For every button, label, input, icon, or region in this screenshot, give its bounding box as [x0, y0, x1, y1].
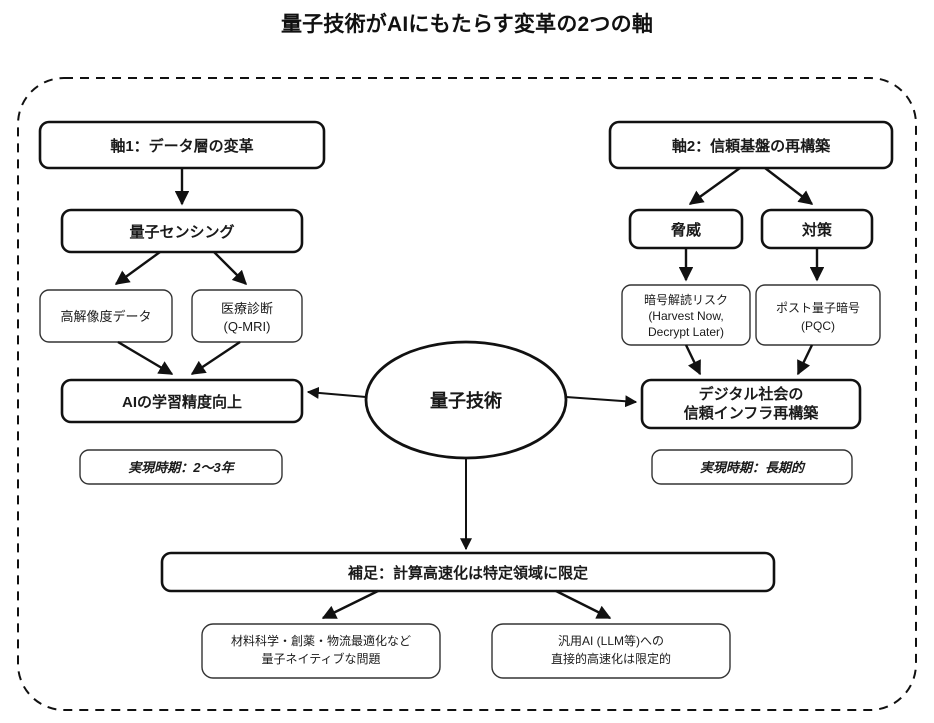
axis2-outcome-line2: 信頼インフラ再構築 — [684, 404, 820, 422]
axis2-timeline-label: 実現時期：長期的 — [700, 460, 806, 475]
edge-axis2-to-threat — [688, 167, 741, 205]
axis2-measure-detail-box[interactable]: ポスト量子暗号 (PQC) — [755, 284, 881, 346]
edge-threat-detail-to-outcome — [684, 344, 702, 376]
axis1-leaf1-box[interactable]: 高解像度データ — [39, 289, 173, 343]
axis1-leaf2-box[interactable]: 医療診断 (Q-MRI) — [191, 289, 303, 343]
edge-sensing-to-leaf1 — [114, 251, 161, 285]
note-left-line1: 材料科学・創薬・物流最適化など — [231, 633, 411, 648]
axis2-threat-detail-line2: (Harvest Now, — [648, 309, 723, 323]
axis2-outcome-line1: デジタル社会の — [699, 385, 804, 403]
axis2-header-box[interactable]: 軸2：信頼基盤の再構築 — [608, 120, 894, 170]
edge-axis2-to-measure — [764, 167, 814, 205]
outer-dashed-container — [17, 77, 917, 711]
axis2-header-label: 軸2：信頼基盤の再構築 — [672, 137, 831, 155]
edge-center-to-axis2-outcome — [565, 395, 638, 408]
axis2-measure-detail-line1: ポスト量子暗号 — [776, 300, 860, 315]
note-left-line2: 量子ネイティブな問題 — [261, 651, 380, 666]
note-header-label: 補足：計算高速化は特定領域に限定 — [347, 564, 588, 582]
note-right-box[interactable]: 汎用AI (LLM等)への 直接的高速化は限定的 — [491, 623, 731, 679]
axis2-timeline-box: 実現時期：長期的 — [651, 449, 853, 485]
note-left-box[interactable]: 材料科学・創薬・物流最適化など 量子ネイティブな問題 — [201, 623, 441, 679]
edge-leaf1-to-outcome — [117, 340, 174, 376]
axis2-measure-detail-line2: (PQC) — [801, 319, 835, 333]
axis1-timeline-label: 実現時期：2〜3年 — [128, 460, 235, 475]
axis2-threat-detail-line3: Decrypt Later) — [648, 325, 724, 339]
page-title: 量子技術がAIにもたらす変革の2つの軸 — [280, 13, 654, 36]
axis1-sensing-box[interactable]: 量子センシング — [60, 208, 304, 254]
note-right-line1: 汎用AI (LLM等)への — [558, 634, 664, 648]
axis1-header-label: 軸1：データ層の変革 — [110, 137, 253, 155]
axis1-leaf2-label-line2: (Q-MRI) — [224, 319, 271, 334]
note-right-line2: 直接的高速化は限定的 — [551, 651, 671, 666]
edge-note-to-right-box — [555, 589, 612, 620]
axis2-threat-detail-box[interactable]: 暗号解読リスク (Harvest Now, Decrypt Later) — [621, 284, 751, 346]
axis1-header-box[interactable]: 軸1：データ層の変革 — [38, 120, 326, 170]
axis1-outcome-label: AIの学習精度向上 — [122, 393, 242, 411]
axis1-outcome-box[interactable]: AIの学習精度向上 — [60, 378, 304, 424]
axis2-measure-label: 対策 — [801, 221, 833, 239]
note-header-box[interactable]: 補足：計算高速化は特定領域に限定 — [160, 551, 776, 593]
edge-measure-detail-to-outcome — [796, 344, 814, 376]
axis2-threat-detail-line1: 暗号解読リスク — [644, 292, 728, 307]
edge-note-to-left-box — [321, 589, 379, 620]
axis1-sensing-label: 量子センシング — [129, 223, 234, 241]
center-ellipse-label: 量子技術 — [430, 390, 502, 411]
axis1-leaf1-label: 高解像度データ — [60, 309, 151, 324]
axis2-outcome-box[interactable]: デジタル社会の 信頼インフラ再構築 — [640, 378, 862, 430]
axis2-threat-box[interactable]: 脅威 — [628, 208, 744, 250]
axis2-measure-box[interactable]: 対策 — [760, 208, 874, 250]
edge-leaf2-to-outcome — [190, 341, 241, 375]
edge-sensing-to-leaf2 — [213, 251, 248, 286]
axis1-leaf2-label-line1: 医療診断 — [221, 301, 273, 316]
axis1-timeline-box: 実現時期：2〜3年 — [79, 449, 283, 485]
axis2-threat-label: 脅威 — [670, 221, 701, 239]
edge-center-to-axis1-outcome — [306, 386, 367, 399]
